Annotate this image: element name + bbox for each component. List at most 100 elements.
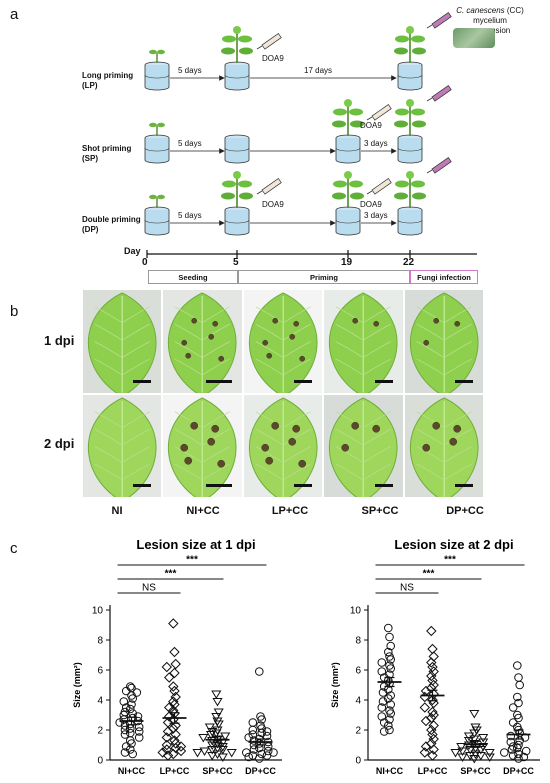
sp-arrow1-label: 5 days: [178, 139, 202, 148]
data-point: [457, 747, 468, 756]
y-axis-label: Size (mm²): [330, 662, 340, 708]
leaf-photo-2-4: [324, 394, 403, 497]
data-point: [428, 744, 439, 755]
data-point: [427, 675, 438, 686]
panel-b-letter: b: [10, 303, 19, 320]
data-point: [386, 655, 395, 664]
x-tick-label: SP+CC: [202, 766, 233, 776]
data-point: [377, 703, 387, 712]
data-point: [426, 670, 437, 682]
data-point: [506, 731, 516, 741]
data-point: [475, 746, 486, 755]
lesion-spot: [190, 421, 199, 430]
sp-doa-label: DOA9: [360, 121, 382, 130]
lesion-spot: [298, 459, 306, 468]
data-point: [427, 729, 438, 740]
lesion-spot: [292, 424, 300, 433]
leaf-photo-2-2: [163, 394, 242, 497]
panel-c-letter: c: [10, 540, 18, 557]
lesion-spot: [341, 443, 350, 452]
fungi-culture-image: [453, 28, 495, 48]
data-point: [244, 752, 253, 762]
leaf-photo-grid: [82, 289, 484, 498]
data-point: [519, 752, 529, 762]
y-tick-label: 4: [355, 696, 361, 707]
data-point: [386, 709, 395, 718]
data-point: [419, 702, 431, 713]
timeline-day-label: Day: [124, 246, 141, 256]
leaf-photo-1-2: [163, 290, 242, 393]
row-sp-line2: (SP): [82, 154, 98, 163]
row-dp-line2: (DP): [82, 225, 99, 234]
lesion-spot: [448, 437, 457, 446]
significance-label: ***: [165, 569, 177, 580]
significance-label: ***: [186, 555, 198, 566]
data-point: [428, 651, 439, 662]
y-tick-label: 6: [97, 666, 103, 677]
data-point: [128, 694, 137, 703]
tick-19: 19: [341, 257, 353, 268]
lesion-spot: [212, 320, 219, 327]
data-point: [121, 686, 131, 696]
lesion-spot: [262, 339, 268, 346]
data-point: [384, 721, 393, 730]
data-point: [513, 743, 522, 753]
row-dp-line1: Double priming: [82, 215, 141, 224]
scale-bar: [294, 379, 313, 383]
lesion-spot: [207, 437, 216, 446]
data-point: [377, 658, 387, 667]
leaf-photo-1-5: [404, 290, 483, 393]
lesion-spot: [422, 339, 429, 346]
chart-title: Lesion size at 2 dpi: [394, 537, 513, 552]
data-point: [249, 745, 259, 754]
y-tick-label: 2: [97, 726, 103, 737]
lesion-spot: [211, 424, 220, 433]
leaf-photo-1-1: [83, 290, 162, 393]
data-point: [211, 713, 222, 722]
data-point: [426, 724, 437, 736]
data-point: [456, 743, 467, 752]
data-point: [162, 726, 174, 737]
x-tick-label: NI+CC: [376, 766, 404, 776]
data-point: [508, 718, 518, 727]
scale-bar: [133, 484, 152, 487]
lp-arrow1-label: 5 days: [178, 66, 202, 75]
chart-title: Lesion size at 1 dpi: [136, 537, 255, 552]
data-point: [255, 743, 264, 753]
row-sp-line1: Shot priming: [82, 144, 132, 153]
row-label-dp: Double priming(DP): [82, 215, 141, 235]
leaf-photo-2-3: [243, 394, 323, 497]
scale-bar: [133, 379, 152, 383]
data-point: [457, 753, 468, 762]
data-point: [521, 746, 531, 756]
data-point: [386, 641, 395, 651]
data-point: [168, 681, 179, 692]
data-point: [514, 749, 523, 759]
data-point: [115, 718, 125, 727]
lesion-spot: [452, 424, 461, 433]
data-point: [419, 747, 431, 758]
data-point: [420, 715, 432, 727]
data-point: [168, 618, 179, 629]
row-label-lp: Long priming(LP): [82, 71, 133, 91]
data-point: [513, 661, 522, 670]
group-label-dp-cc: DP+CC: [446, 505, 484, 517]
data-point: [478, 734, 489, 743]
data-point: [120, 730, 130, 739]
dpi-label-2: 2 dpi: [44, 436, 75, 451]
y-axis-label: Size (mm²): [72, 662, 82, 708]
data-point: [513, 692, 522, 702]
row-lp-line1: Long priming: [82, 71, 134, 80]
scale-bar: [205, 484, 232, 487]
data-point: [169, 685, 180, 697]
panel-a-letter: a: [10, 6, 19, 23]
data-point: [427, 750, 438, 761]
lesion-spot: [352, 317, 359, 324]
species-italic: C. canescens: [456, 6, 505, 15]
data-point: [428, 697, 439, 709]
data-point: [514, 673, 523, 682]
phase-seeding: Seeding: [148, 270, 238, 284]
lp-arrow2-label: 17 days: [304, 66, 333, 75]
data-point: [262, 751, 272, 760]
